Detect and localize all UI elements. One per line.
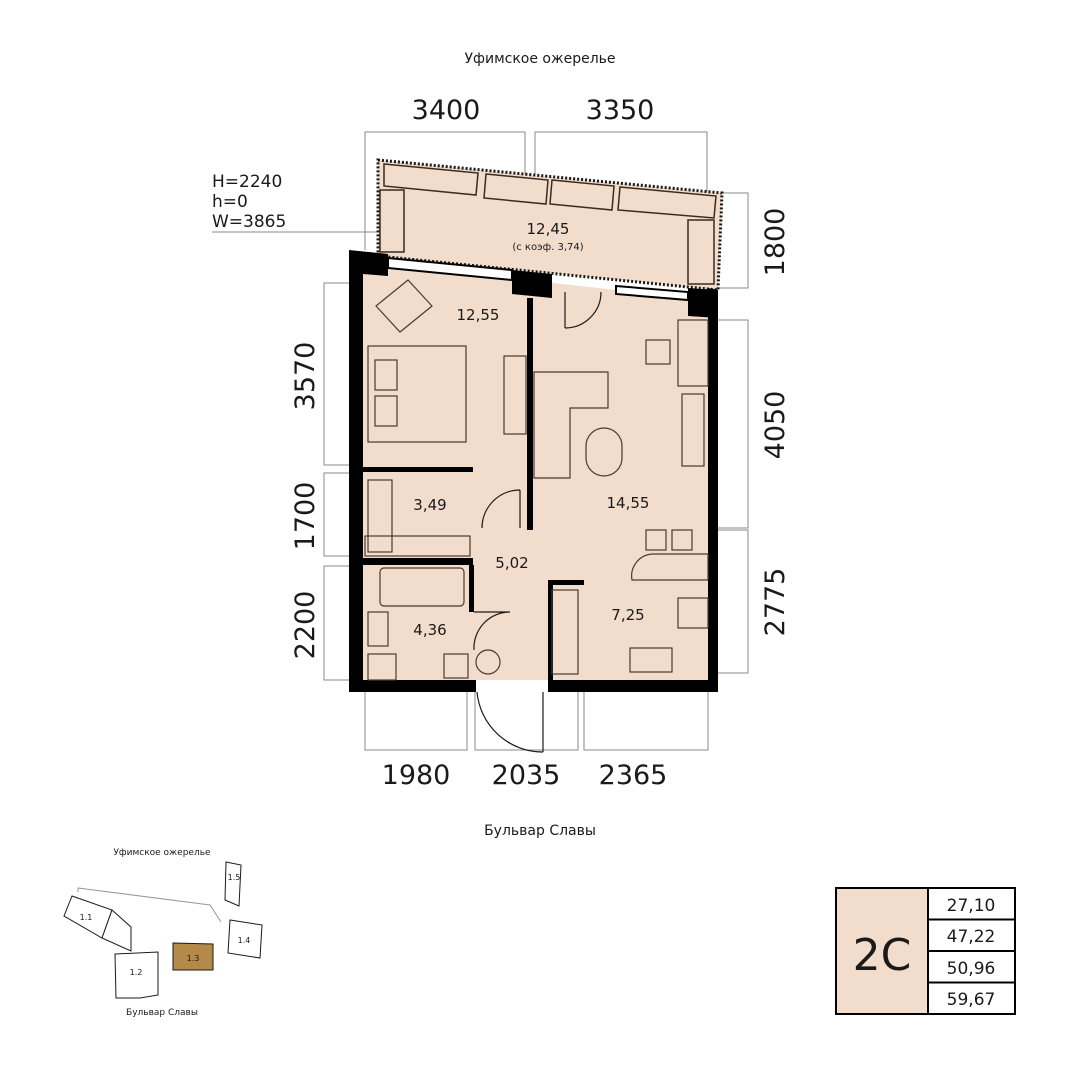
balcony-coef: (с коэф. 3,74) [512, 242, 583, 253]
street-label-top: Уфимское ожерелье [464, 51, 615, 67]
sink-icon [629, 647, 673, 673]
section-1-3 [172, 942, 214, 971]
bed-icon [367, 345, 467, 443]
chair-icon [645, 339, 671, 365]
area-value: 50,96 [947, 959, 996, 979]
minimap-street-bottom: Бульвар Славы [126, 1008, 198, 1018]
window-width: W=3865 [212, 212, 286, 232]
dim-bottom-3: 2365 [599, 760, 668, 791]
living-area: 14,55 [607, 494, 650, 512]
toilet-icon [367, 653, 397, 681]
dim-bottom-1: 1980 [382, 760, 451, 791]
coffee-table-icon [585, 427, 623, 477]
bathroom-area: 4,36 [413, 621, 446, 639]
apartment-type: 2С [853, 930, 912, 981]
dim-right-2: 4050 [760, 391, 791, 460]
minimap-street-top: Уфимское ожерелье [113, 848, 211, 858]
section-1-4 [227, 919, 263, 959]
section-label-active: 1.3 [187, 954, 200, 963]
dim-right-3: 2775 [760, 568, 791, 637]
section-label: 1.1 [80, 913, 93, 922]
kitchen-area: 7,25 [611, 606, 644, 624]
summary-table: 2С 27,10 47,22 50,96 59,67 [835, 887, 1016, 1015]
sofa-icon [533, 371, 609, 479]
stove-icon [677, 597, 709, 629]
area-value: 59,67 [947, 990, 996, 1010]
hallway-area: 5,02 [495, 554, 528, 572]
washer-icon [443, 653, 469, 679]
section-label: 1.5 [228, 873, 241, 882]
hall-wardrobe-icon [551, 589, 579, 675]
dim-top-1: 3400 [412, 95, 481, 126]
dim-left-1: 3570 [290, 342, 321, 411]
dim-bottom-2: 2035 [492, 760, 561, 791]
section-label: 1.4 [238, 936, 251, 945]
dim-left-2: 1700 [290, 482, 321, 551]
section-1-5 [224, 861, 242, 907]
dimension-extension-lines [212, 131, 749, 751]
furniture [364, 279, 709, 681]
building-minimap: Уфимское ожерелье Бульвар Славы 1.1 1.2 … [63, 848, 263, 1018]
dim-top-2: 3350 [586, 95, 655, 126]
desk-icon [677, 319, 709, 387]
balcony-planters [379, 163, 717, 285]
windows [387, 256, 689, 302]
wardrobe-icon [367, 479, 393, 553]
street-label-bottom: Бульвар Славы [484, 823, 596, 839]
balcony-area: 12,45 [527, 220, 570, 238]
area-value: 27,10 [947, 896, 996, 916]
tv-icon [681, 393, 705, 467]
apartment-floor [363, 262, 708, 680]
dining-counter-icon [631, 553, 709, 581]
washbasin-icon [367, 611, 389, 647]
balcony: 12,45 (с коэф. 3,74) [376, 158, 724, 292]
window-sill: h=0 [212, 192, 248, 212]
dim-left-3: 2200 [290, 591, 321, 660]
section-label: 1.2 [130, 968, 143, 977]
closet-area: 3,49 [413, 496, 446, 514]
window-height: H=2240 [212, 172, 282, 192]
section-1-2 [114, 951, 159, 999]
walls [349, 250, 718, 692]
dim-right-1: 1800 [760, 208, 791, 277]
armchair-icon [375, 279, 433, 333]
boiler-icon [475, 649, 501, 675]
tv-stand-icon [503, 355, 527, 435]
area-value: 47,22 [947, 927, 996, 947]
bedroom-area: 12,55 [457, 306, 500, 324]
bathtub-icon [379, 567, 465, 607]
doors [473, 291, 602, 753]
